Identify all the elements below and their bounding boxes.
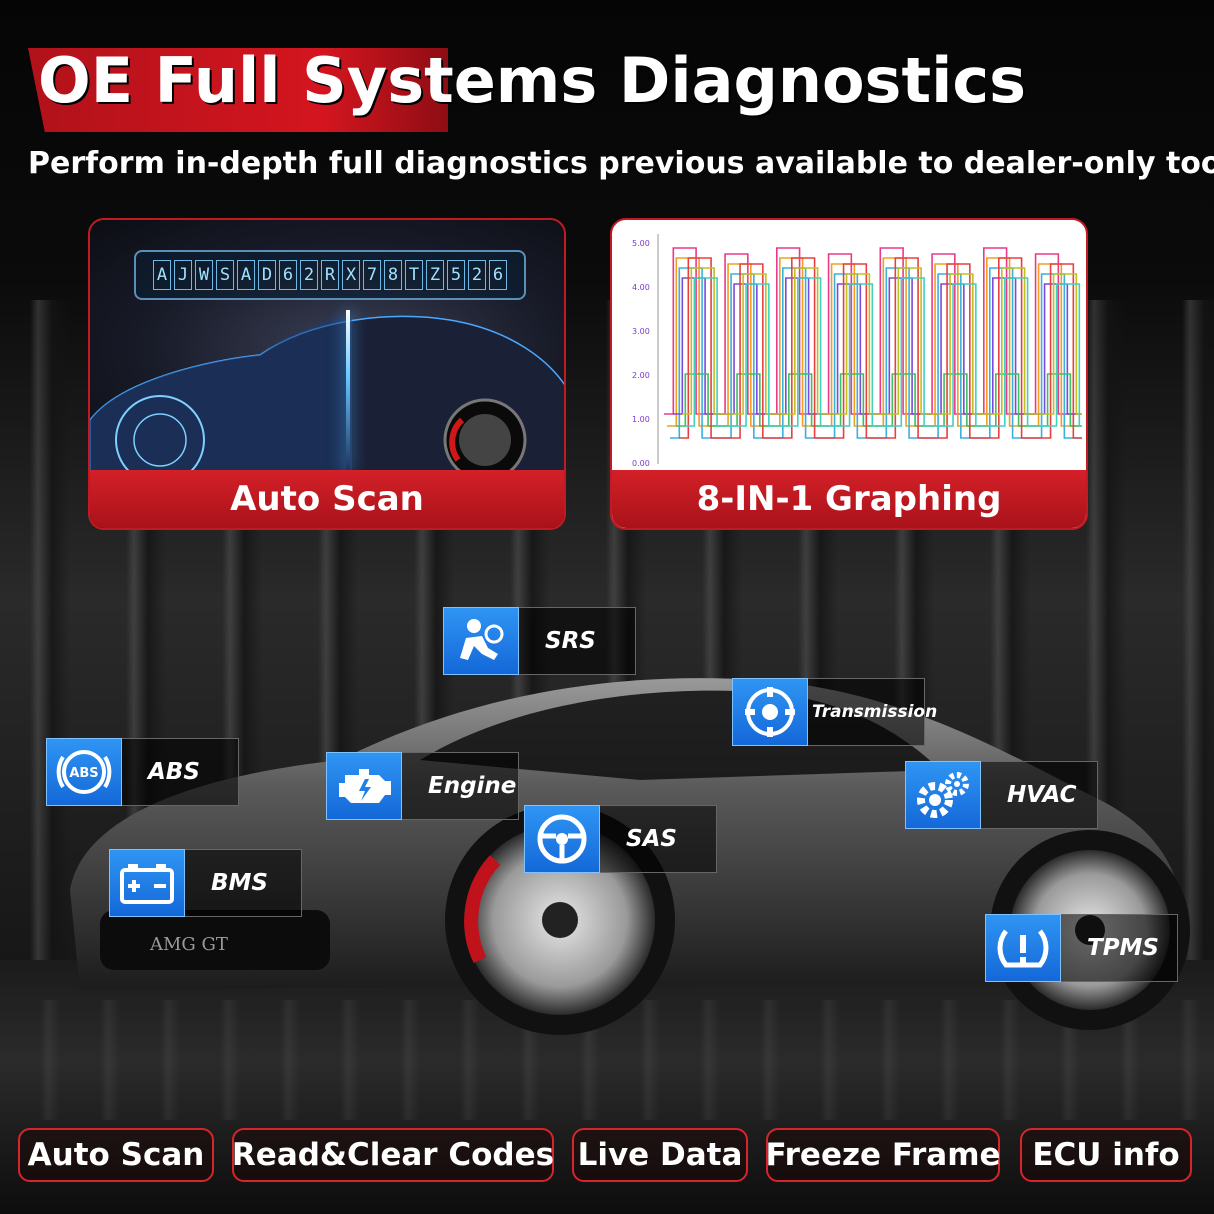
steering-wheel-icon <box>524 805 600 873</box>
engine-icon <box>326 752 402 820</box>
feature-read-clear-codes: Read&Clear Codes <box>232 1128 554 1182</box>
page-title: OE Full Systems Diagnostics <box>38 44 1027 117</box>
chip-tpms: TPMS <box>985 914 1178 982</box>
vin-char: 5 <box>447 260 465 290</box>
wireframe-car-icon <box>90 314 564 476</box>
title-banner <box>28 48 448 132</box>
vin-char: T <box>405 260 423 290</box>
vin-char: 7 <box>363 260 381 290</box>
page-subtitle: Perform in-depth full diagnostics previo… <box>28 146 1214 181</box>
transmission-icon <box>732 678 808 746</box>
graph-axis-label: 2.00 <box>632 371 650 380</box>
chip-sas-label: SAS <box>600 805 717 873</box>
graph-axis-label: 1.00 <box>632 415 650 424</box>
vin-char: 2 <box>300 260 318 290</box>
chip-hvac: HVAC <box>905 761 1098 829</box>
vin-char: W <box>195 260 213 290</box>
scan-beam <box>346 310 350 474</box>
vin-char: A <box>237 260 255 290</box>
feature-ecu-info: ECU info <box>1020 1128 1192 1182</box>
chip-bms: BMS <box>109 849 302 917</box>
graph-series-trace <box>670 267 1082 439</box>
abs-icon: ABS <box>46 738 122 806</box>
graph-series-trace <box>679 257 1082 439</box>
vin-char: Z <box>426 260 444 290</box>
vin-char: 8 <box>384 260 402 290</box>
graph-series-trace <box>673 277 1082 415</box>
chip-transmission-label: Transmission <box>808 678 937 746</box>
vin-char: 6 <box>279 260 297 290</box>
vin-char: 6 <box>489 260 507 290</box>
chip-engine: Engine <box>326 752 519 820</box>
vin-char: D <box>258 260 276 290</box>
chip-engine-label: Engine <box>402 752 519 820</box>
vin-char: X <box>342 260 360 290</box>
graph-axis-label: 5.00 <box>632 239 650 248</box>
feature-freeze-frame: Freeze Frame <box>765 1128 1001 1182</box>
chip-sas: SAS <box>524 805 717 873</box>
graph-axis-label: 0.00 <box>632 459 650 468</box>
chip-hvac-label: HVAC <box>981 761 1098 829</box>
chip-abs: ABS ABS <box>46 738 239 806</box>
graph-series-trace <box>685 277 1082 427</box>
battery-icon <box>109 849 185 917</box>
feature-live-data: Live Data <box>572 1128 748 1182</box>
graphing-panel: 5.00 4.00 3.00 2.00 1.00 0.00 8-IN-1 Graphing <box>610 218 1088 530</box>
gears-icon <box>905 761 981 829</box>
chip-srs: SRS <box>443 607 636 675</box>
auto-scan-label: Auto Scan <box>90 470 564 528</box>
vin-char: A <box>153 260 171 290</box>
graph-axis-label: 3.00 <box>632 327 650 336</box>
tire-pressure-icon <box>985 914 1061 982</box>
car-plate: AMG GT <box>149 934 228 955</box>
chip-srs-label: SRS <box>519 607 636 675</box>
live-data-graph: 5.00 4.00 3.00 2.00 1.00 0.00 <box>632 234 1082 468</box>
chip-transmission: Transmission <box>732 678 937 746</box>
airbag-icon <box>443 607 519 675</box>
graph-axis-label: 4.00 <box>632 283 650 292</box>
chip-abs-label: ABS <box>122 738 239 806</box>
vin-char: R <box>321 260 339 290</box>
abs-icon-text: ABS <box>69 766 98 781</box>
vin-char: J <box>174 260 192 290</box>
graphing-label: 8-IN-1 Graphing <box>612 470 1086 528</box>
vin-char: 2 <box>468 260 486 290</box>
feature-auto-scan: Auto Scan <box>18 1128 214 1182</box>
chip-bms-label: BMS <box>185 849 302 917</box>
vin-char: S <box>216 260 234 290</box>
chip-tpms-label: TPMS <box>1061 914 1178 982</box>
graph-series-trace <box>682 267 1082 415</box>
